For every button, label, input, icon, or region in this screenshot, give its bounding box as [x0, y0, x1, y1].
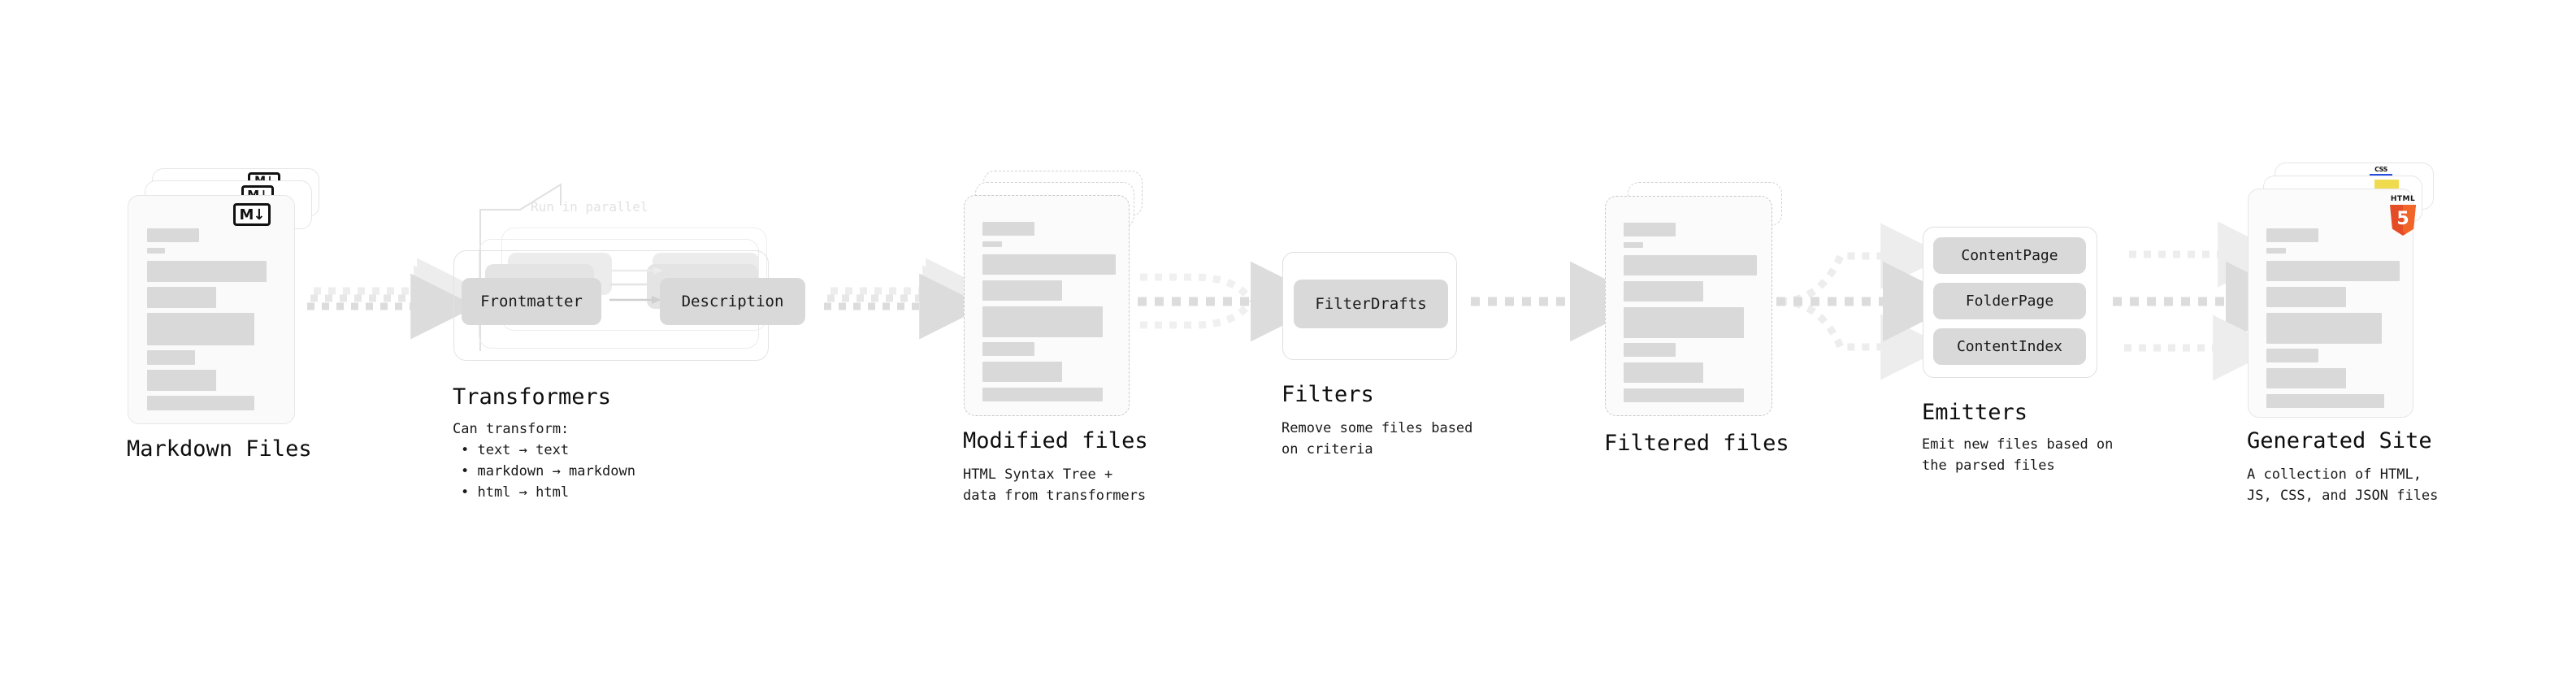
doc-bar — [982, 254, 1116, 275]
doc-bar — [2266, 248, 2286, 254]
doc-bar — [982, 222, 1034, 236]
modified-files-description-0: HTML Syntax Tree + — [963, 466, 1113, 483]
transformer-inner-arrows — [609, 267, 663, 304]
modified-file-card — [964, 195, 1130, 416]
doc-bar — [1624, 255, 1757, 275]
emitter-node-contentindex[interactable]: ContentIndex — [1933, 328, 2086, 365]
doc-bar — [1624, 388, 1744, 402]
run-in-parallel-label: Run in parallel — [531, 199, 648, 215]
doc-bar — [147, 370, 216, 391]
filtered-file-card — [1605, 196, 1772, 416]
markdown-file-card — [128, 195, 295, 424]
stage-title-markdown-files: Markdown Files — [127, 436, 312, 462]
doc-bar — [982, 241, 1002, 247]
doc-bar — [982, 306, 1103, 337]
doc-bar — [2266, 313, 2382, 344]
doc-bar — [147, 228, 199, 242]
doc-bar — [1624, 281, 1703, 301]
doc-bar — [1624, 362, 1703, 383]
doc-bar — [1624, 307, 1744, 338]
doc-bar — [2266, 394, 2384, 408]
doc-bar — [982, 388, 1103, 401]
transformer-node-description[interactable]: Description — [660, 278, 805, 325]
filters-description-1: on criteria — [1281, 441, 1373, 458]
doc-bar — [147, 350, 195, 365]
transformers-bullet-2: • html → html — [461, 484, 570, 501]
generated-file-card — [2248, 189, 2413, 418]
html5-shield-inner — [2403, 205, 2416, 236]
filter-node-filterdrafts[interactable]: FilterDrafts — [1294, 280, 1448, 328]
doc-bar — [147, 287, 216, 308]
filters-description-0: Remove some files based — [1281, 420, 1473, 436]
transformers-bullet-1: • markdown → markdown — [461, 463, 635, 479]
html5-five: 5 — [2396, 208, 2409, 229]
doc-bar — [147, 261, 267, 282]
stage-title-filters: Filters — [1281, 382, 1374, 407]
doc-bar — [2266, 261, 2400, 281]
doc-bar — [982, 362, 1062, 382]
html5-icon: HTML 5 — [2383, 195, 2422, 241]
generated-site-description-1: JS, CSS, and JSON files — [2247, 488, 2439, 504]
emitters-description-0: Emit new files based on — [1922, 436, 2114, 453]
html5-icon-label: HTML — [2390, 195, 2416, 203]
stage-title-modified-files: Modified files — [963, 428, 1148, 453]
modified-files-description-1: data from transformers — [963, 488, 1147, 504]
generated-site-description-0: A collection of HTML, — [2247, 466, 2422, 483]
doc-bar — [2266, 228, 2318, 242]
transformers-bullet-0: • text → text — [461, 442, 570, 458]
doc-bar — [147, 248, 165, 254]
doc-bar — [1624, 223, 1676, 236]
doc-bar — [147, 396, 254, 410]
doc-bar — [147, 313, 254, 345]
doc-bar — [2266, 368, 2346, 388]
doc-bar — [2266, 287, 2346, 307]
doc-bar — [982, 342, 1034, 356]
doc-bar — [2266, 349, 2318, 362]
html5-shield: 5 — [2390, 205, 2416, 236]
stage-title-transformers: Transformers — [453, 384, 612, 410]
transformer-node-frontmatter[interactable]: Frontmatter — [462, 278, 601, 325]
doc-bar — [1624, 343, 1676, 357]
emitter-node-contentpage[interactable]: ContentPage — [1933, 237, 2086, 274]
markdown-icon: M↓ — [233, 203, 271, 226]
doc-bar — [982, 280, 1062, 301]
transformers-description-head: Can transform: — [453, 421, 570, 437]
emitter-node-folderpage[interactable]: FolderPage — [1933, 283, 2086, 319]
stage-title-filtered-files: Filtered files — [1604, 431, 1789, 456]
doc-bar — [1624, 242, 1643, 248]
stage-title-generated-site: Generated Site — [2247, 428, 2432, 453]
stage-title-emitters: Emitters — [1922, 400, 2028, 425]
emitters-description-1: the parsed files — [1922, 458, 2055, 474]
